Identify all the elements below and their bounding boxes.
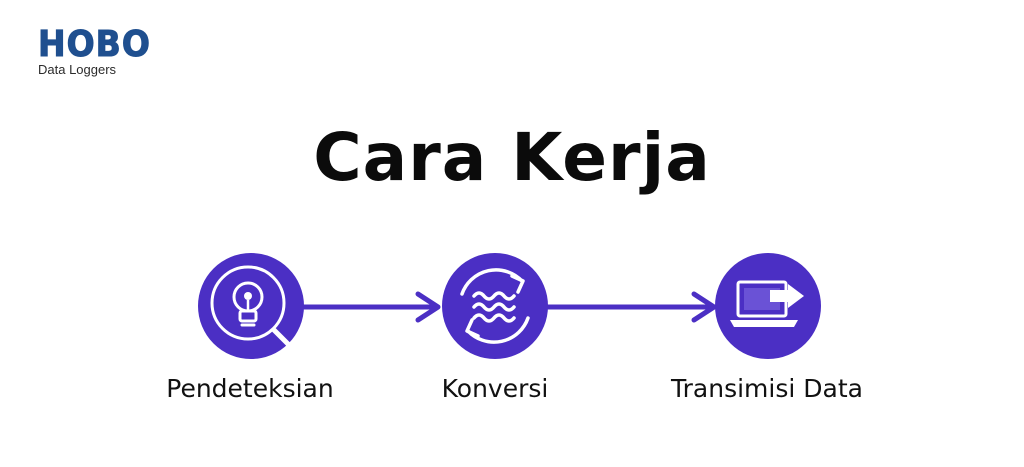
logo-tagline: Data Loggers [38,62,117,77]
step-label-transmisi-data: Transimisi Data [671,374,863,403]
conversion-cycle-icon [442,253,548,359]
lightbulb-search-icon [198,253,304,359]
step-label-konversi: Konversi [441,374,549,403]
hobo-logo: HOBO Data Loggers [38,22,151,77]
connector-2 [544,291,717,323]
step-label-pendeteksian: Pendeteksian [166,374,334,403]
page-title: Cara Kerja [313,119,711,196]
laptop-transfer-icon [715,253,821,359]
logo-brand: HOBO [38,22,151,65]
connector-1 [297,291,441,323]
